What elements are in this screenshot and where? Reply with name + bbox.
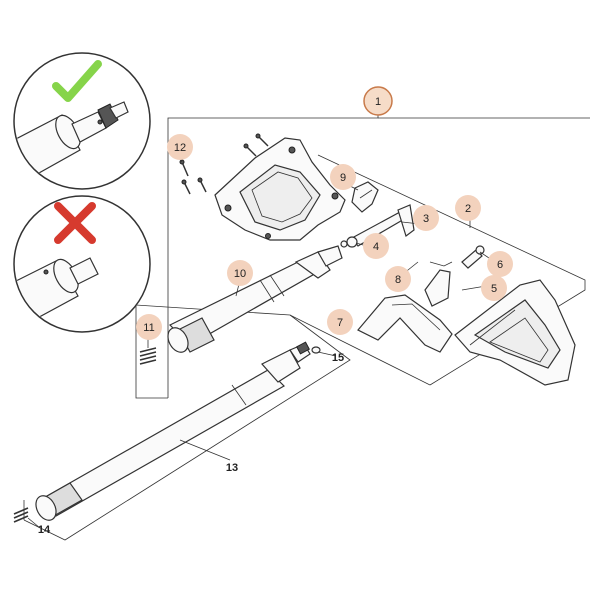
- callout-label: 9: [340, 172, 346, 184]
- lance-part-10: [167, 245, 343, 353]
- callout-label: 6: [497, 259, 503, 271]
- callout-4: 4: [363, 233, 389, 259]
- trigger-lever: [357, 294, 453, 353]
- callout-6: 6: [487, 251, 513, 277]
- callout-label: 12: [174, 142, 186, 154]
- callout-label: 3: [423, 213, 429, 225]
- o-ring-part-15: [311, 346, 321, 354]
- callout-8: 8: [385, 266, 411, 292]
- cross-mark-icon: [54, 202, 96, 244]
- callout-7: 7: [327, 309, 353, 335]
- callout-1: 1: [363, 86, 393, 116]
- incorrect-connection-inset: [13, 195, 151, 333]
- callout-label: 7: [337, 317, 343, 329]
- pin-parts: [424, 245, 485, 307]
- spring-part-14: [13, 507, 29, 523]
- callout-3: 3: [413, 205, 439, 231]
- callout-label: 1: [375, 96, 381, 108]
- callout-label: 5: [491, 283, 497, 295]
- spring-part-11: [139, 347, 157, 365]
- handle-frame: [214, 137, 346, 241]
- valve-part-9: [351, 181, 379, 213]
- callouts: 1 2 3 4 5 6 7 8: [136, 86, 513, 340]
- callout-label: 11: [143, 322, 154, 334]
- correct-connection-inset: [13, 52, 151, 190]
- check-mark-icon: [52, 60, 102, 102]
- label-13: 13: [226, 462, 238, 474]
- callout-label: 10: [234, 268, 246, 280]
- callout-label: 2: [465, 203, 471, 215]
- label-14: 14: [38, 524, 51, 536]
- lance-part-13: [35, 341, 311, 521]
- callout-2: 2: [455, 195, 481, 221]
- callout-9: 9: [330, 164, 356, 190]
- callout-10: 10: [227, 260, 253, 286]
- label-15: 15: [332, 352, 344, 364]
- callout-11: 11: [136, 314, 162, 340]
- callout-label: 4: [373, 241, 379, 253]
- callout-5: 5: [481, 275, 507, 301]
- gun-handle: [454, 279, 576, 386]
- callout-12: 12: [167, 134, 193, 160]
- callout-label: 8: [395, 274, 401, 286]
